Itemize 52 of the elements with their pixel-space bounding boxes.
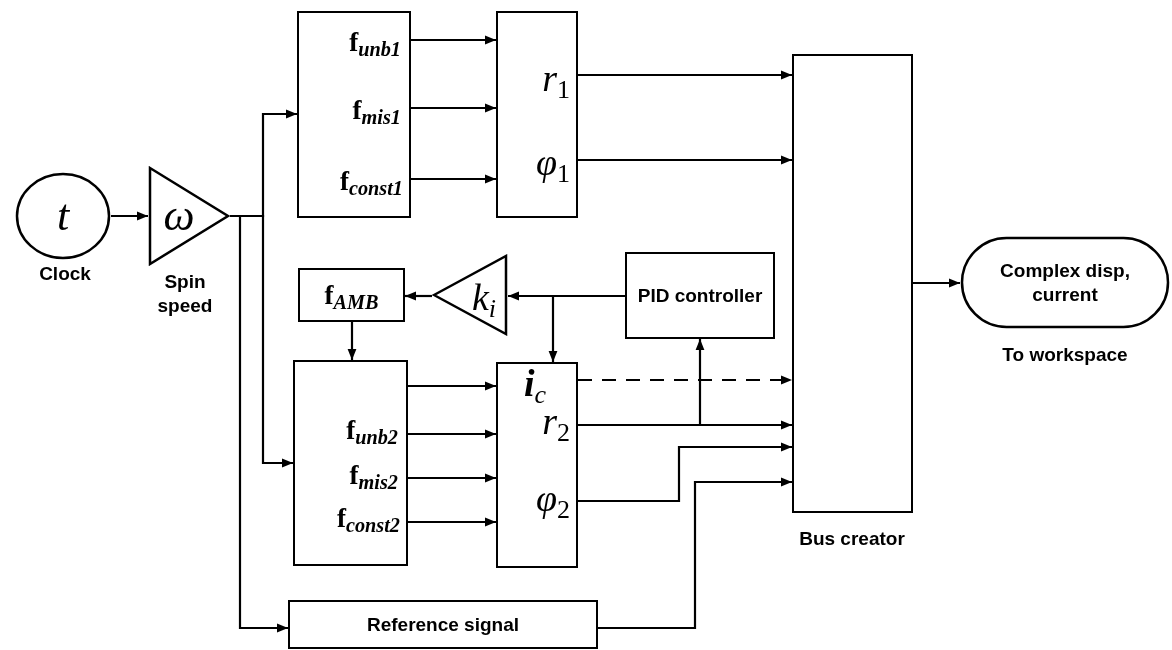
port-label: φ$_{1}$ [535,143,570,181]
arrow [411,35,496,45]
arrow [578,70,792,80]
port-label: r$_{2}$ [542,402,570,440]
port-label: r$_{1}$ [542,59,570,97]
arrow [411,174,496,184]
function-block [293,360,408,566]
controller-box [625,252,775,339]
clock-circle [15,172,111,260]
port-label: i$_{c}$ [524,364,547,402]
block-label: Complex disp, current [999,258,1131,307]
arrow [578,442,792,503]
block-label: PID controller [637,283,763,308]
port-label: f$_{const2}$ [337,505,400,532]
arrow [405,291,432,301]
arrow [230,214,288,633]
arrow [578,155,792,165]
bus-block [792,54,913,513]
arrow [411,103,496,113]
gain-triangle [432,254,508,336]
arrow [548,294,625,362]
port-label: f$_{mis1}$ [352,97,401,124]
arrow [111,211,148,221]
block-caption: To workspace [1002,343,1128,367]
block-label: k$_{i}$ [471,278,497,316]
port-label: f$_{const1}$ [340,168,403,195]
function-block [496,362,578,568]
arrow [598,477,792,630]
arrow [347,322,357,360]
block-label: t [56,194,70,238]
arrow [578,375,792,385]
gain-triangle [148,166,230,266]
block-label: ω [163,194,195,238]
port-label: f$_{mis2}$ [349,462,398,489]
block-caption: Spin speed [156,270,214,318]
block-caption: Clock [39,262,91,286]
port-label: f$_{unb1}$ [349,29,401,56]
arrow [408,517,496,527]
block-label: Reference signal [366,615,520,634]
function-block [298,268,405,322]
block-caption: Bus creator [799,527,905,551]
arrow [408,429,496,439]
port-label: f$_{unb2}$ [346,417,398,444]
arrow [913,278,960,288]
function-block [496,11,578,218]
signal-block [288,600,598,649]
function-block [297,11,411,218]
arrow [408,381,496,391]
block-label: f$_{AMB}$ [324,281,379,309]
port-label: φ$_{2}$ [535,479,570,517]
arrow [408,473,496,483]
arrow [578,339,705,427]
